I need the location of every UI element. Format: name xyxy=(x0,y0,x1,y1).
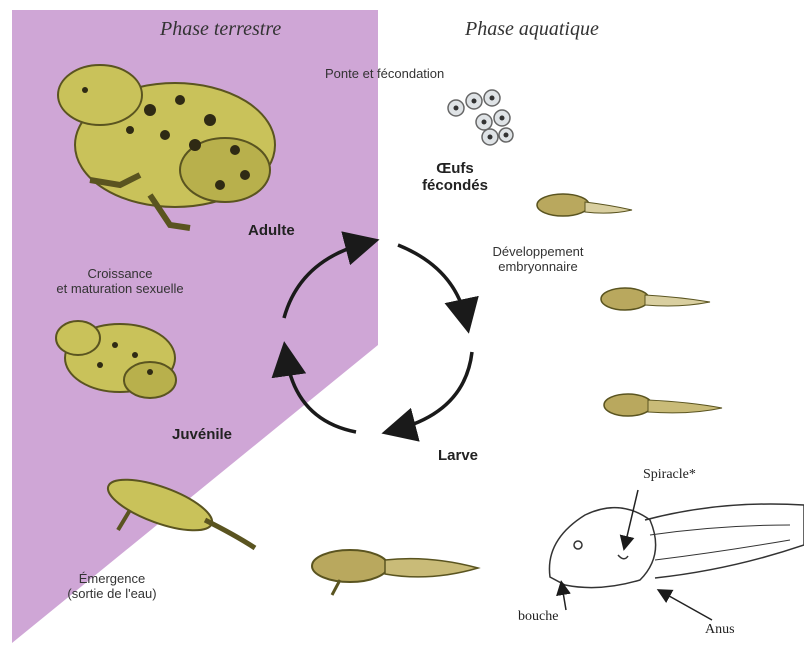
growth-label-line-2: et maturation sexuelle xyxy=(40,281,200,296)
embryo-label: Développement embryonnaire xyxy=(482,244,594,274)
adult-label: Adulte xyxy=(248,222,295,239)
phase-aquatic-label: Phase aquatique xyxy=(465,18,599,41)
eggs-label-line-1: Œufs xyxy=(420,160,490,177)
embryo-stage-3-image xyxy=(604,394,722,416)
growth-label: Croissance et maturation sexuelle xyxy=(40,266,200,296)
phase-terrestrial-label: Phase terrestre xyxy=(160,18,281,41)
spawning-label: Ponte et fécondation xyxy=(325,66,444,81)
emergence-label: Émergence (sortie de l'eau) xyxy=(52,571,172,601)
spiracle-label: Spiracle* xyxy=(643,467,696,483)
eggs-label: Œufs fécondés xyxy=(420,160,490,194)
larva-label: Larve xyxy=(438,447,478,464)
embryo-stage-2-image xyxy=(601,288,710,310)
eggs-label-line-2: fécondés xyxy=(420,177,490,194)
mouth-label: bouche xyxy=(518,609,558,625)
embryo-label-line-1: Développement xyxy=(482,244,594,259)
anus-label: Anus xyxy=(705,622,735,638)
larva-with-legs-image xyxy=(312,550,478,595)
juvenile-label: Juvénile xyxy=(172,426,232,443)
arrow-adult-to-embryo xyxy=(398,245,466,320)
growth-label-line-1: Croissance xyxy=(40,266,200,281)
tadpole-anatomy-drawing xyxy=(549,504,804,588)
eggs-image xyxy=(448,90,513,145)
arrow-embryo-to-larva xyxy=(395,352,472,430)
embryo-label-line-2: embryonnaire xyxy=(482,259,594,274)
embryo-stage-1-image xyxy=(537,194,632,216)
emergence-label-line-2: (sortie de l'eau) xyxy=(52,586,172,601)
emergence-label-line-1: Émergence xyxy=(52,571,172,586)
